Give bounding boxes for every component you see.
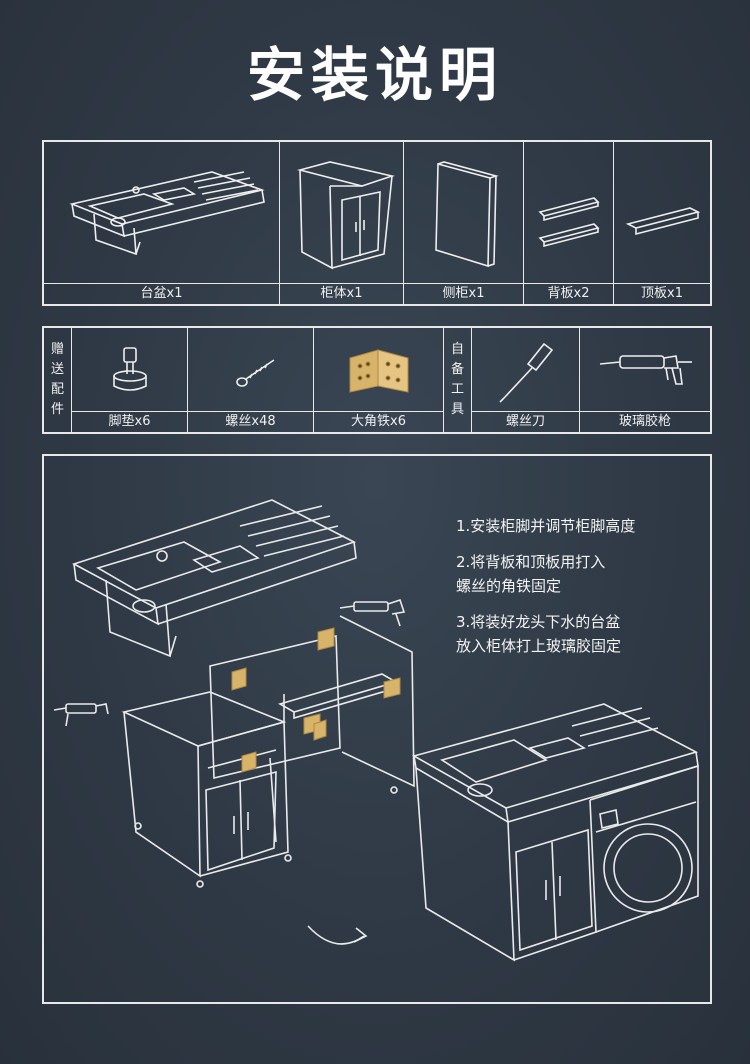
step-3: 3.将装好龙头下水的台盆 放入柜体打上玻璃胶固定 bbox=[456, 610, 706, 658]
glue-gun-illustration bbox=[339, 598, 406, 627]
gift-label-char: 件 bbox=[50, 402, 64, 417]
page-title: 安装说明 bbox=[246, 41, 503, 109]
glue-gun-icon bbox=[599, 355, 692, 385]
accessory-cell-screw: 螺丝x48 bbox=[188, 328, 314, 432]
part-label: 台盆x1 bbox=[44, 283, 279, 304]
part-cell-basin: 台盆x1 bbox=[44, 142, 280, 304]
assembly-steps-panel: 1.安装柜脚并调节柜脚高度 2.将背板和顶板用打入 螺丝的角铁固定 3.将装好龙… bbox=[42, 454, 712, 1004]
self-tools-label: 自 备 工 具 bbox=[444, 328, 472, 432]
basin-icon bbox=[69, 171, 265, 256]
angle-bracket-marks bbox=[231, 627, 401, 773]
part-cell-back: 背板x2 bbox=[524, 142, 614, 304]
step-2-line-1: 2.将背板和顶板用打入 bbox=[456, 553, 606, 571]
cabinet-frame-icon bbox=[296, 161, 395, 270]
part-label: 侧柜x1 bbox=[404, 283, 523, 304]
arrow-head bbox=[353, 927, 368, 943]
parts-table: 台盆x1 柜体x1 侧柜x1 bbox=[42, 140, 712, 306]
step-2: 2.将背板和顶板用打入 螺丝的角铁固定 bbox=[456, 550, 706, 598]
tools-label-char: 具 bbox=[450, 402, 464, 417]
part-label: 柜体x1 bbox=[280, 283, 403, 304]
tool-label: 螺丝刀 bbox=[472, 411, 579, 432]
cabinet-illustration bbox=[121, 615, 415, 888]
tools-label-char: 备 bbox=[450, 362, 464, 377]
step-1: 1.安装柜脚并调节柜脚高度 bbox=[456, 514, 706, 538]
part-label: 顶板x1 bbox=[614, 283, 710, 304]
accessory-label: 螺丝x48 bbox=[188, 411, 313, 432]
accessory-cell-angle-iron: 大角铁x6 bbox=[314, 328, 444, 432]
screwdriver-icon bbox=[499, 342, 554, 403]
part-cell-cabinet: 柜体x1 bbox=[280, 142, 404, 304]
foot-pad-icon bbox=[113, 347, 147, 391]
tool-cell-screwdriver: 螺丝刀 bbox=[472, 328, 580, 432]
screw-icon bbox=[236, 359, 275, 387]
accessories-table: 赠 送 配 件 脚垫x6 螺丝x48 bbox=[42, 326, 712, 434]
tools-label-char: 自 bbox=[450, 342, 464, 357]
top-board-icon bbox=[625, 207, 701, 236]
gift-label-char: 赠 bbox=[50, 342, 64, 357]
accessory-label: 脚垫x6 bbox=[72, 411, 187, 432]
part-cell-top: 顶板x1 bbox=[614, 142, 710, 304]
angle-iron-icon bbox=[349, 349, 409, 393]
step-3-line-1: 3.将装好龙头下水的台盆 bbox=[456, 613, 621, 631]
step-3-line-2: 放入柜体打上玻璃胶固定 bbox=[456, 637, 622, 655]
gift-label-char: 送 bbox=[50, 362, 64, 377]
tool-cell-glue-gun: 玻璃胶枪 bbox=[580, 328, 710, 432]
back-board-icon bbox=[538, 197, 600, 248]
part-label: 背板x2 bbox=[524, 283, 613, 304]
accessory-cell-footpad: 脚垫x6 bbox=[72, 328, 188, 432]
assembly-diagram bbox=[53, 499, 699, 962]
side-panel-icon bbox=[435, 161, 499, 268]
basin-illustration bbox=[71, 499, 357, 658]
part-cell-side: 侧柜x1 bbox=[404, 142, 524, 304]
glue-gun-illustration bbox=[53, 703, 109, 727]
step-2-line-2: 螺丝的角铁固定 bbox=[456, 577, 562, 595]
gift-accessories-label: 赠 送 配 件 bbox=[44, 328, 72, 432]
assembled-cabinet-illustration bbox=[411, 703, 699, 962]
accessory-label: 大角铁x6 bbox=[314, 411, 443, 432]
gift-label-char: 配 bbox=[50, 382, 64, 397]
step-1-text: 1.安装柜脚并调节柜脚高度 bbox=[456, 517, 636, 535]
tools-label-char: 工 bbox=[450, 382, 464, 397]
tool-label: 玻璃胶枪 bbox=[580, 411, 710, 432]
